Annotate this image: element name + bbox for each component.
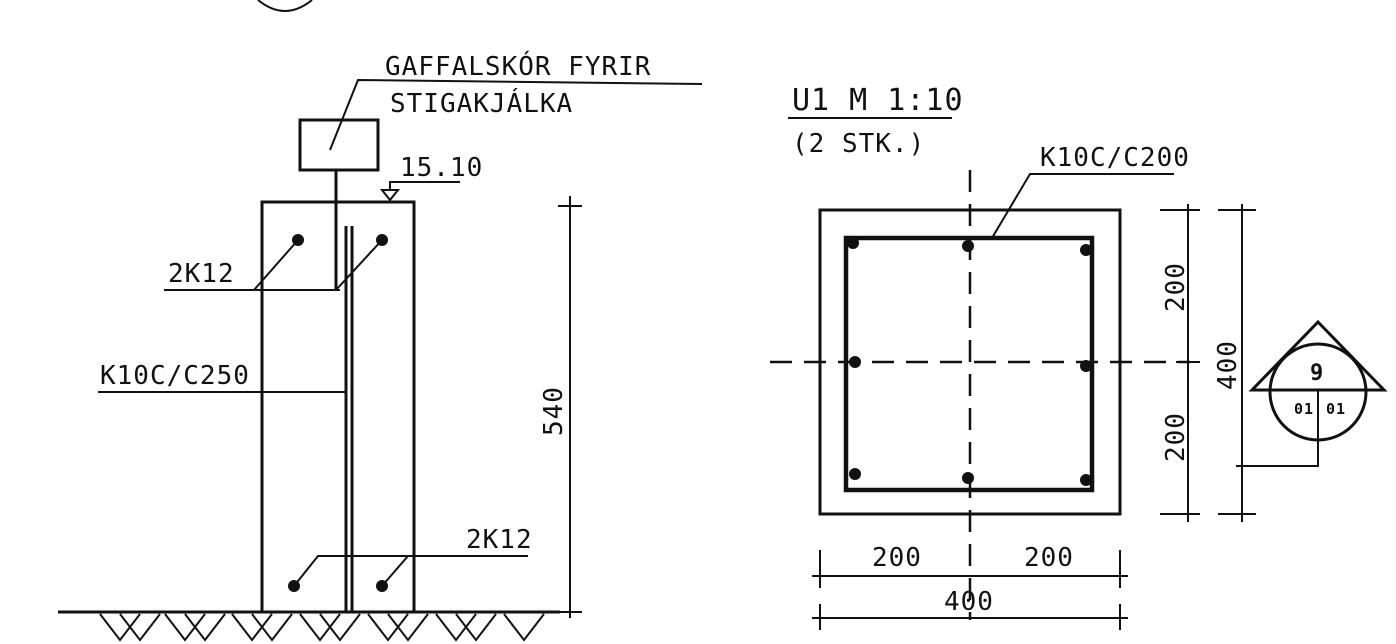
reference-leader [1236, 440, 1319, 467]
column-section: U1 M 1:10 (2 STK.) K10C/C200 200 200 [770, 83, 1256, 630]
stirrup-label: K10C/C250 [100, 361, 250, 391]
bottom-bars-label: 2K12 [466, 525, 533, 555]
note-line2: STIGAKJÁLKA [390, 87, 573, 119]
bottom-bar-leader-right [381, 555, 409, 587]
level-triangle [379, 189, 401, 202]
bottom-bar-leader-left [293, 555, 528, 587]
bar-middle-left [849, 356, 861, 368]
bottom-dim-right: 200 [1024, 543, 1074, 573]
bar-top-right [1080, 244, 1092, 256]
bottom-dim-total: 400 [944, 587, 994, 617]
section-title: U1 M 1:10 [792, 83, 964, 118]
column-elevation: GAFFALSKÓR FYRIR STIGAKJÁLKA 15.10 2K12 … [58, 50, 703, 642]
bar-bottom-right [1080, 474, 1092, 486]
top-bar-leader-right [335, 239, 383, 291]
section-stirrup-leader [991, 173, 1174, 239]
level-value: 15.10 [400, 153, 483, 183]
bar-middle-right [1080, 360, 1092, 372]
section-stirrup-label: K10C/C200 [1040, 143, 1190, 173]
height-dim-text: 540 [539, 386, 569, 436]
bar-top-left [847, 237, 859, 249]
reference-sheet-left: 01 [1294, 400, 1314, 418]
bar-bottom-left [849, 468, 861, 480]
right-dim-upper: 200 [1161, 262, 1191, 312]
level-leader [389, 181, 460, 190]
right-dim-total: 400 [1213, 340, 1243, 390]
ground-hatch [99, 613, 545, 642]
bottom-dim-left: 200 [872, 543, 922, 573]
note-line1: GAFFALSKÓR FYRIR [385, 50, 651, 82]
top-bar-leader-left [253, 239, 299, 291]
top-bars-label: 2K12 [168, 259, 235, 289]
right-dim-lower: 200 [1161, 412, 1191, 462]
bar-bottom-middle [962, 472, 974, 484]
reference-number: 9 [1310, 361, 1324, 386]
note-leader [329, 78, 703, 151]
reference-sheet-right: 01 [1326, 400, 1346, 418]
fork-shoe [298, 118, 380, 172]
bar-top-middle [962, 240, 974, 252]
cropped-reference-circle [257, 0, 313, 12]
column-outline [260, 200, 416, 614]
section-quantity: (2 STK.) [792, 129, 925, 159]
section-reference-mark: 9 01 01 [1236, 319, 1388, 467]
